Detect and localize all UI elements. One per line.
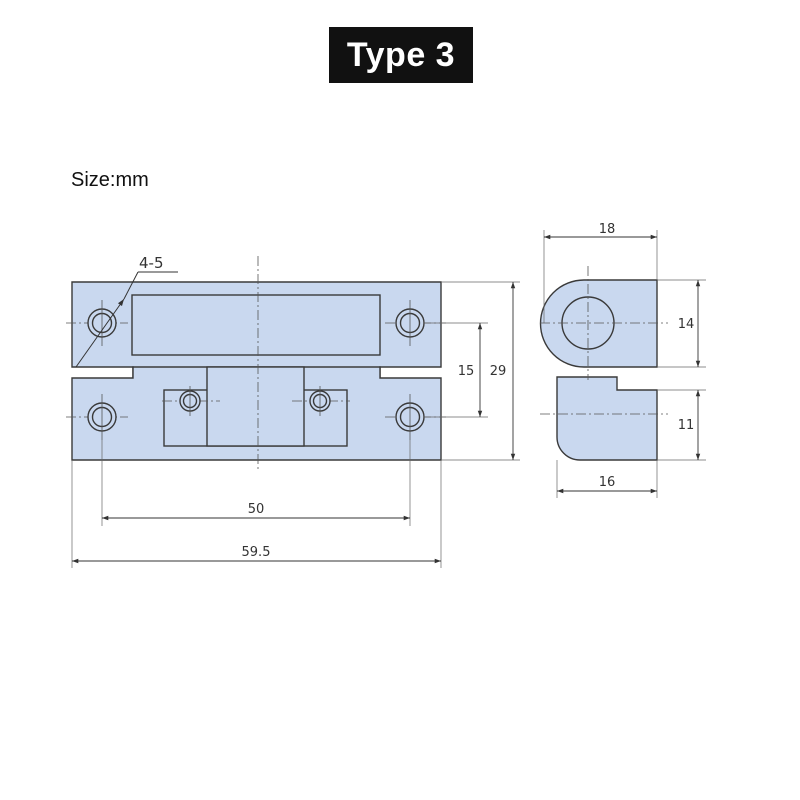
upper-slot xyxy=(131,294,381,356)
front-view xyxy=(71,281,442,461)
dim-59-5-label: 59.5 xyxy=(242,545,271,560)
hole-callout xyxy=(75,271,178,368)
title-badge: Type 3 xyxy=(329,27,473,83)
dim-11-label: 11 xyxy=(678,418,695,433)
dim-14-label: 14 xyxy=(678,317,695,332)
dim-18-label: 18 xyxy=(599,222,616,237)
dim-29-label: 29 xyxy=(490,364,507,379)
dim-16-label: 16 xyxy=(599,475,616,490)
hole-callout-label: 4-5 xyxy=(139,254,164,272)
side-view xyxy=(539,279,658,461)
title-text: Type 3 xyxy=(346,35,456,74)
dim-50-label: 50 xyxy=(248,502,265,517)
side-lower-knuckle xyxy=(556,376,658,461)
dim-15-label: 15 xyxy=(458,364,475,379)
size-unit-label: Size:mm xyxy=(71,169,149,191)
mounting-holes xyxy=(87,308,425,432)
knuckle-center xyxy=(206,366,305,447)
